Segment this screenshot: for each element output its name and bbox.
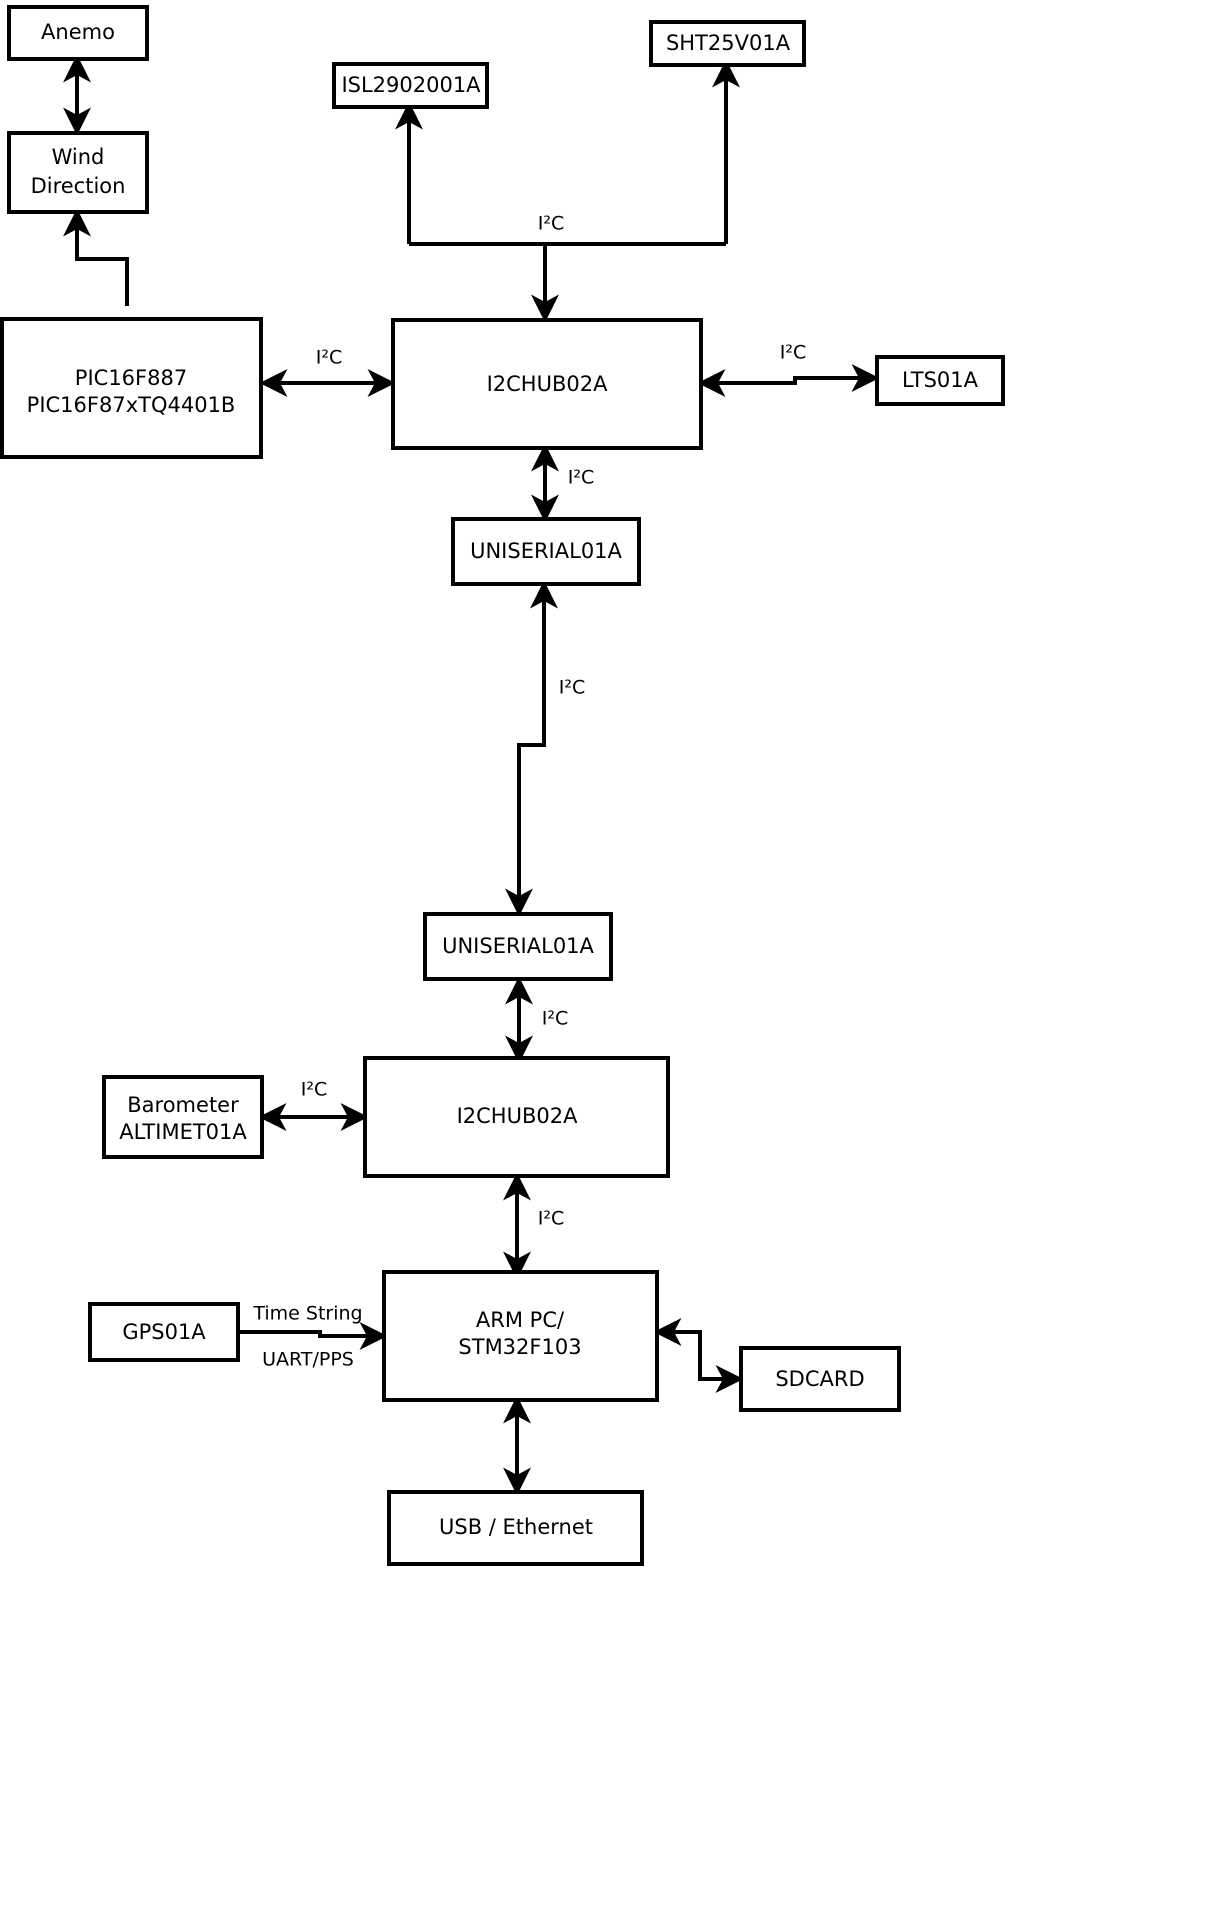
node-box[interactable]: [363, 1056, 670, 1178]
node-label: Anemo: [41, 20, 115, 44]
node-label: I2CHUB02A: [457, 1104, 579, 1128]
node-box[interactable]: [387, 1490, 644, 1566]
edge-line: [63, 208, 129, 306]
node-box[interactable]: [391, 318, 703, 450]
node-isl2902001a[interactable]: ISL2902001A: [332, 62, 489, 109]
node-anemo[interactable]: Anemo: [7, 5, 149, 61]
node-sht25v01a[interactable]: SHT25V01A: [649, 20, 806, 67]
edge-line: [517, 580, 558, 905]
node-box[interactable]: [332, 62, 489, 109]
edge-label-uart-pps: UART/PPS: [262, 1349, 354, 1371]
node-label: SDCARD: [775, 1367, 864, 1391]
node-uniserial01a-top[interactable]: UNISERIAL01A: [451, 517, 641, 586]
node-gps01a[interactable]: GPS01A: [88, 1302, 240, 1362]
edge-barometer-i2chub-bottom: I²C: [258, 1079, 369, 1131]
node-box[interactable]: [382, 1270, 659, 1402]
node-box[interactable]: [7, 131, 149, 214]
node-label: SHT25V01A: [666, 31, 791, 55]
edge-arm-sdcard: [653, 1318, 744, 1393]
edge-uniserial-bottom-uniserial-top: I²C: [517, 580, 586, 905]
edge-line: [697, 364, 880, 397]
node-label: ISL2902001A: [341, 73, 481, 97]
node-box[interactable]: [451, 517, 641, 586]
node-label: UNISERIAL01A: [442, 934, 594, 958]
edge-label-time-string: Time String: [252, 1303, 362, 1325]
edge-gps-arm: Time String UART/PPS: [238, 1303, 388, 1371]
node-label: GPS01A: [122, 1320, 206, 1344]
node-box[interactable]: [739, 1346, 901, 1412]
edge-label-i2c: I²C: [568, 467, 595, 489]
edge-pic-wind-direction: [63, 208, 129, 306]
node-label: LTS01A: [902, 368, 979, 392]
node-label-line1: Barometer: [127, 1093, 239, 1117]
edge-line: [238, 1322, 388, 1350]
edge-i2chub-bottom-arm: I²C: [503, 1172, 565, 1280]
edge-line: [653, 1318, 744, 1393]
edge-i2chub-top-uniserial-top: I²C: [531, 443, 595, 523]
edge-pic-i2chub-top: I²C: [259, 347, 396, 397]
node-usb-ethernet[interactable]: USB / Ethernet: [387, 1490, 644, 1566]
node-uniserial01a-bottom[interactable]: UNISERIAL01A: [423, 912, 613, 981]
edge-i2chub-top-sensors: I²C: [395, 59, 740, 323]
node-barometer-altimet01a[interactable]: Barometer ALTIMET01A: [102, 1075, 264, 1159]
node-label: UNISERIAL01A: [470, 539, 622, 563]
node-box[interactable]: [423, 912, 613, 981]
edge-label-i2c: I²C: [780, 342, 807, 364]
edge-label-i2c: I²C: [559, 677, 586, 699]
node-box[interactable]: [88, 1302, 240, 1362]
node-label-line2: PIC16F87xTQ4401B: [27, 393, 236, 417]
node-label-line2: Direction: [31, 174, 126, 198]
node-sdcard[interactable]: SDCARD: [739, 1346, 901, 1412]
node-box[interactable]: [102, 1075, 264, 1159]
edge-label-i2c: I²C: [316, 347, 343, 369]
node-label: USB / Ethernet: [439, 1515, 593, 1539]
node-label-line1: PIC16F887: [75, 366, 187, 390]
node-pic16f887[interactable]: PIC16F887 PIC16F87xTQ4401B: [0, 317, 263, 459]
edge-label-i2c: I²C: [542, 1008, 569, 1030]
node-label-line1: ARM PC/: [476, 1308, 565, 1332]
node-wind-direction[interactable]: Wind Direction: [7, 131, 149, 214]
node-i2chub02a-top[interactable]: I2CHUB02A: [391, 318, 703, 450]
node-i2chub02a-bottom[interactable]: I2CHUB02A: [363, 1056, 670, 1178]
node-lts01a[interactable]: LTS01A: [875, 355, 1005, 406]
node-label-line2: STM32F103: [458, 1335, 581, 1359]
node-box[interactable]: [0, 317, 263, 459]
node-box[interactable]: [649, 20, 806, 67]
edge-label-i2c: I²C: [538, 213, 565, 235]
node-label: I2CHUB02A: [487, 372, 609, 396]
edge-lts-i2chub-top: I²C: [697, 342, 880, 397]
edge-label-i2c: I²C: [538, 1208, 565, 1230]
node-arm-pc-stm32f103[interactable]: ARM PC/ STM32F103: [382, 1270, 659, 1402]
node-box[interactable]: [7, 5, 149, 61]
edge-uniserial-bottom-i2chub-bottom: I²C: [505, 976, 569, 1064]
node-box[interactable]: [875, 355, 1005, 406]
edge-label-i2c: I²C: [301, 1079, 328, 1101]
node-label-line1: Wind: [52, 145, 105, 169]
node-label-line2: ALTIMET01A: [119, 1120, 247, 1144]
